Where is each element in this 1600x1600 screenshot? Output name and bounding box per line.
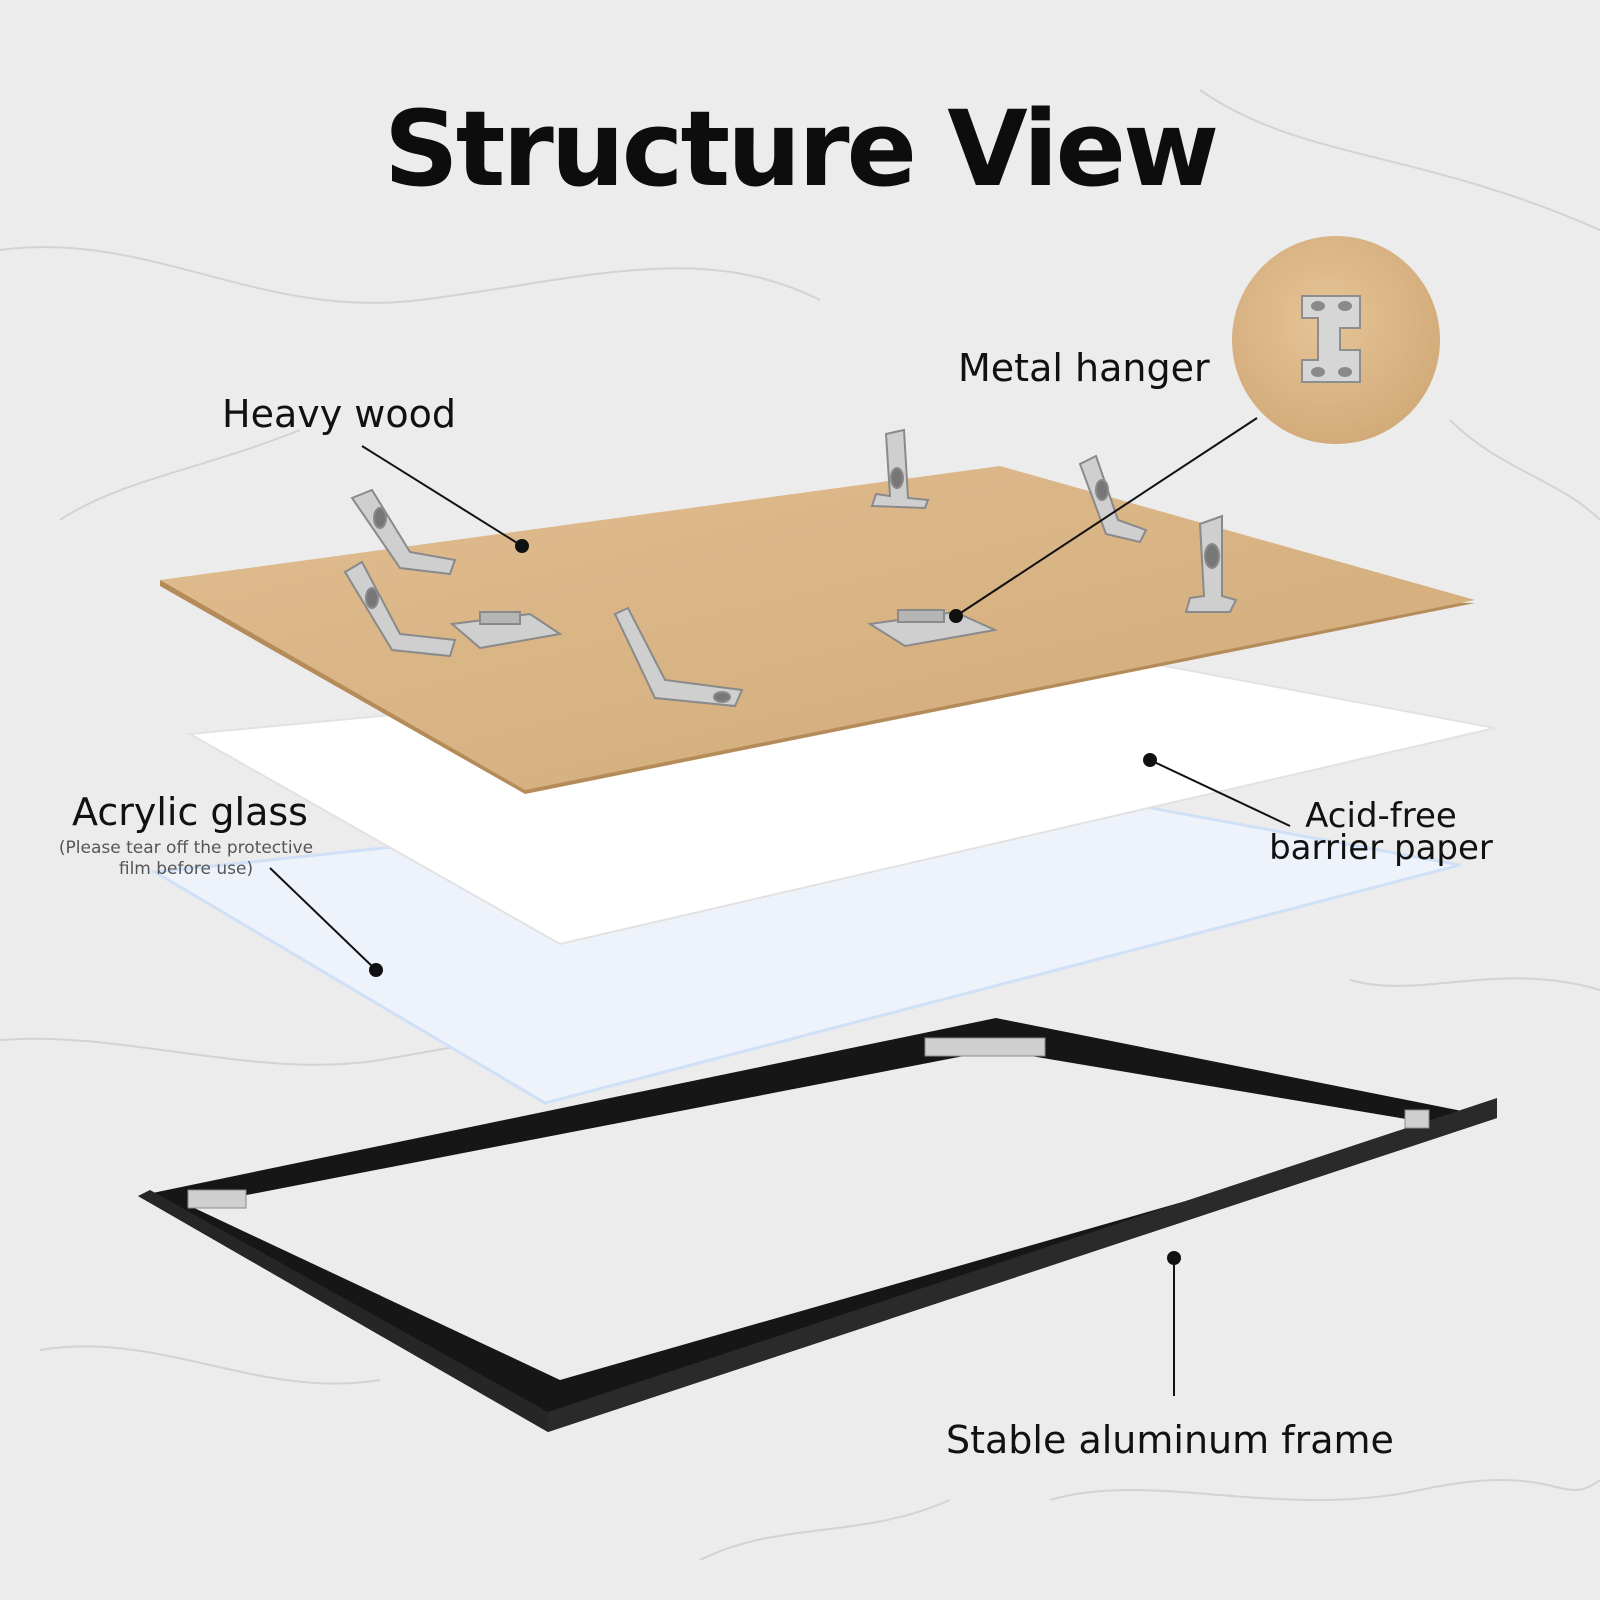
- sawtooth-hanger-right: [867, 609, 999, 648]
- wood-backing-board: [160, 466, 1475, 790]
- label-heavy-wood: Heavy wood: [222, 392, 456, 436]
- metal-clip: [1078, 454, 1148, 544]
- page-title: Structure View: [383, 88, 1219, 210]
- metal-clip: [870, 428, 930, 510]
- leader-lines: [269, 417, 1291, 1396]
- label-acrylic-note: (Please tear off the protective film bef…: [58, 838, 314, 879]
- label-acrylic-glass: Acrylic glass: [72, 790, 308, 834]
- metal-clip: [350, 488, 457, 576]
- label-aluminum-frame: Stable aluminum frame: [946, 1418, 1394, 1462]
- metal-clips: [343, 428, 1238, 708]
- metal-clip: [343, 560, 457, 658]
- aluminum-frame: [138, 1018, 1497, 1432]
- metal-hanger-detail: [1232, 236, 1440, 444]
- label-metal-hanger: Metal hanger: [958, 346, 1210, 390]
- metal-clip: [613, 606, 744, 708]
- sawtooth-hanger-left: [449, 611, 563, 650]
- label-barrier-paper: Acid-free barrier paper: [1269, 796, 1493, 868]
- marble-background: [0, 89, 1600, 1561]
- metal-clip: [1184, 514, 1238, 613]
